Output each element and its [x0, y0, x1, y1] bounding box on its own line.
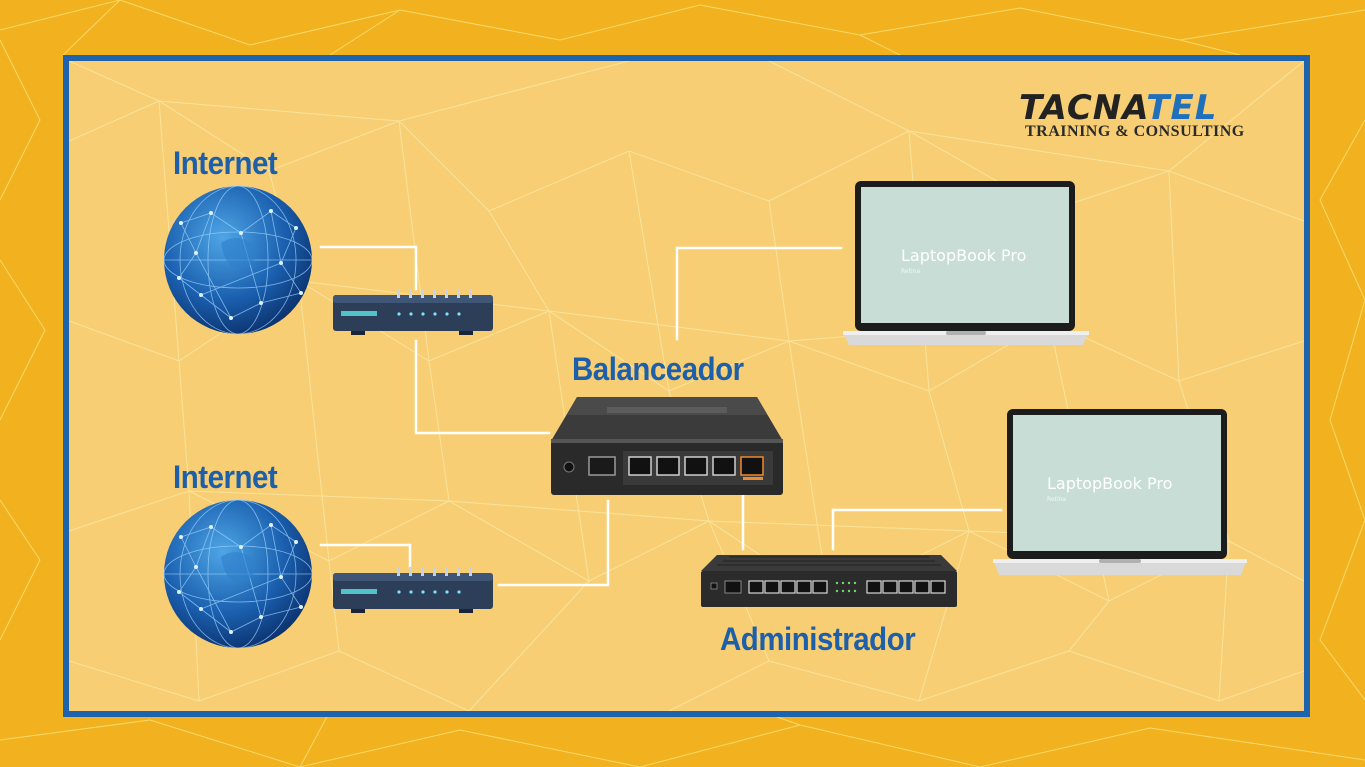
diagram-frame: Internet Internet Balanceador Administra… — [63, 55, 1310, 717]
laptop-icon: LaptopBook Pro Retina — [843, 181, 1089, 345]
brand-tagline: TRAINING & CONSULTING — [1025, 123, 1245, 140]
laptop-screen-title: LaptopBook Pro — [901, 246, 1026, 265]
internet-2-label: Internet — [173, 459, 278, 495]
globe-icon — [163, 185, 313, 335]
router-icon — [551, 397, 783, 495]
laptop-screen-title: LaptopBook Pro — [1047, 474, 1172, 493]
link-balancer-laptop1 — [675, 246, 843, 341]
globe-icon — [163, 499, 313, 649]
brand-text-a: TACNA — [1019, 88, 1147, 128]
link-globe1-modem1 — [319, 245, 418, 291]
modem-icon — [333, 567, 493, 613]
laptop-icon: LaptopBook Pro Retina — [993, 409, 1247, 575]
brand-wordmark: TACNATEL — [1019, 91, 1279, 125]
balancer-label: Balanceador — [572, 351, 744, 387]
link-switch-laptop2 — [831, 508, 1003, 551]
connection-lines — [319, 245, 1003, 587]
link-modem2-balancer — [497, 499, 610, 587]
brand-logo: TACNATEL TRAINING & CONSULTING — [1019, 91, 1279, 141]
modem-icon — [333, 289, 493, 335]
link-globe2-modem2 — [319, 543, 412, 569]
brand-text-b: TEL — [1146, 88, 1218, 128]
link-modem1-balancer — [414, 339, 551, 435]
laptop-screen-subtitle: Retina — [901, 268, 920, 275]
laptop-screen-subtitle: Retina — [1047, 496, 1066, 503]
internet-1-label: Internet — [173, 145, 278, 181]
admin-label: Administrador — [720, 621, 916, 657]
switch-icon — [701, 555, 957, 607]
